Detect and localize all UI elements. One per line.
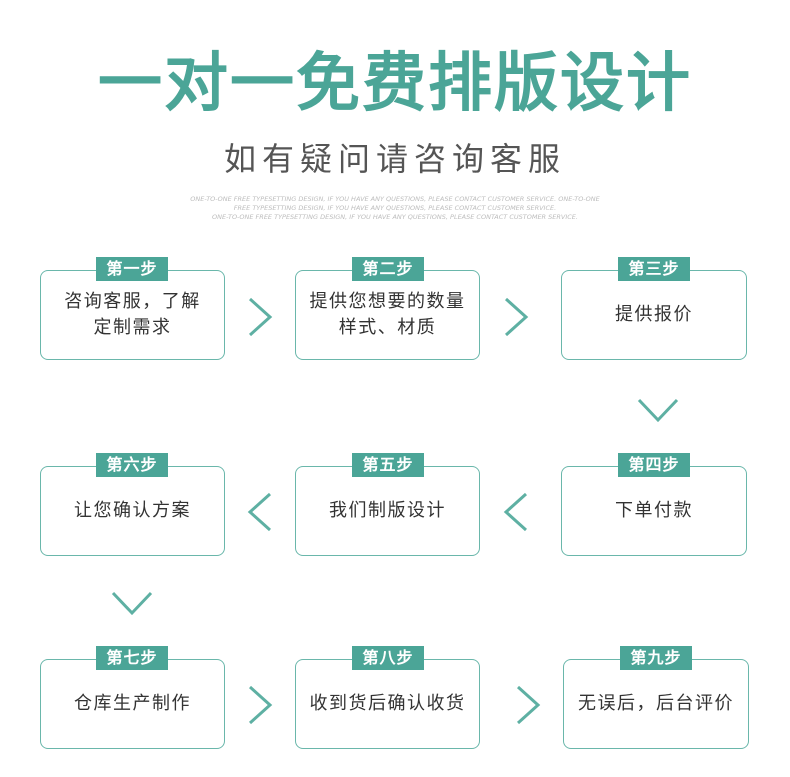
chevron-right-icon — [504, 297, 529, 337]
english-caption: ONE-TO-ONE FREE TYPESETTING DESIGN, IF Y… — [170, 195, 620, 222]
english-caption-line: ONE-TO-ONE FREE TYPESETTING DESIGN, IF Y… — [212, 213, 578, 221]
step-text-line: 收到货后确认收货 — [309, 693, 466, 714]
english-caption-line: FREE TYPESETTING DESIGN, IF YOU HAVE ANY… — [233, 204, 557, 212]
step-text: 收到货后确认收货 — [300, 691, 476, 717]
step-badge-8: 第八步 — [352, 646, 424, 670]
step-card-8: 收到货后确认收货 — [295, 659, 480, 749]
step-card-3: 提供报价 — [561, 270, 747, 360]
step-text: 我们制版设计 — [319, 498, 456, 524]
step-text: 咨询客服，了解 定制需求 — [54, 289, 211, 341]
english-caption-line: ONE-TO-ONE FREE TYPESETTING DESIGN, IF Y… — [190, 195, 600, 203]
step-card-2: 提供您想要的数量 样式、材质 — [295, 270, 480, 360]
step-badge-6: 第六步 — [96, 453, 168, 477]
step-card-4: 下单付款 — [561, 466, 747, 556]
step-text: 提供报价 — [605, 302, 703, 328]
step-badge-3: 第三步 — [618, 257, 690, 281]
step-badge-1: 第一步 — [96, 257, 168, 281]
step-text: 仓库生产制作 — [64, 691, 201, 717]
chevron-right-icon — [516, 685, 541, 725]
step-card-9: 无误后，后台评价 — [563, 659, 749, 749]
step-text-line: 下单付款 — [615, 500, 693, 521]
step-text-line: 提供报价 — [615, 304, 693, 325]
chevron-right-icon — [248, 297, 273, 337]
step-card-6: 让您确认方案 — [40, 466, 225, 556]
step-badge-4: 第四步 — [618, 453, 690, 477]
step-badge-2: 第二步 — [352, 257, 424, 281]
step-badge-5: 第五步 — [352, 453, 424, 477]
chevron-left-icon — [503, 492, 528, 532]
step-text: 下单付款 — [605, 498, 703, 524]
step-card-5: 我们制版设计 — [295, 466, 480, 556]
chevron-left-icon — [247, 492, 272, 532]
page-title: 一对一免费排版设计 — [98, 47, 692, 121]
step-text-line: 样式、材质 — [338, 317, 437, 338]
step-badge-7: 第七步 — [96, 646, 168, 670]
step-card-7: 仓库生产制作 — [40, 659, 225, 749]
step-text-line: 让您确认方案 — [74, 500, 191, 521]
step-card-1: 咨询客服，了解 定制需求 — [40, 270, 225, 360]
step-text-line: 定制需求 — [93, 317, 172, 338]
chevron-down-icon — [637, 398, 679, 423]
page-subtitle: 如有疑问请咨询客服 — [223, 140, 566, 178]
step-text-line: 我们制版设计 — [329, 500, 446, 521]
step-text-line: 无误后，后台评价 — [578, 693, 734, 714]
step-text-line: 咨询客服，了解 — [64, 291, 201, 312]
chevron-down-icon — [111, 591, 153, 616]
step-text: 让您确认方案 — [64, 498, 201, 524]
chevron-right-icon — [248, 685, 273, 725]
step-text-line: 仓库生产制作 — [74, 693, 191, 714]
step-text-line: 提供您想要的数量 — [309, 291, 466, 312]
step-text: 提供您想要的数量 样式、材质 — [300, 289, 476, 341]
step-badge-9: 第九步 — [620, 646, 692, 670]
step-text: 无误后，后台评价 — [568, 691, 744, 717]
